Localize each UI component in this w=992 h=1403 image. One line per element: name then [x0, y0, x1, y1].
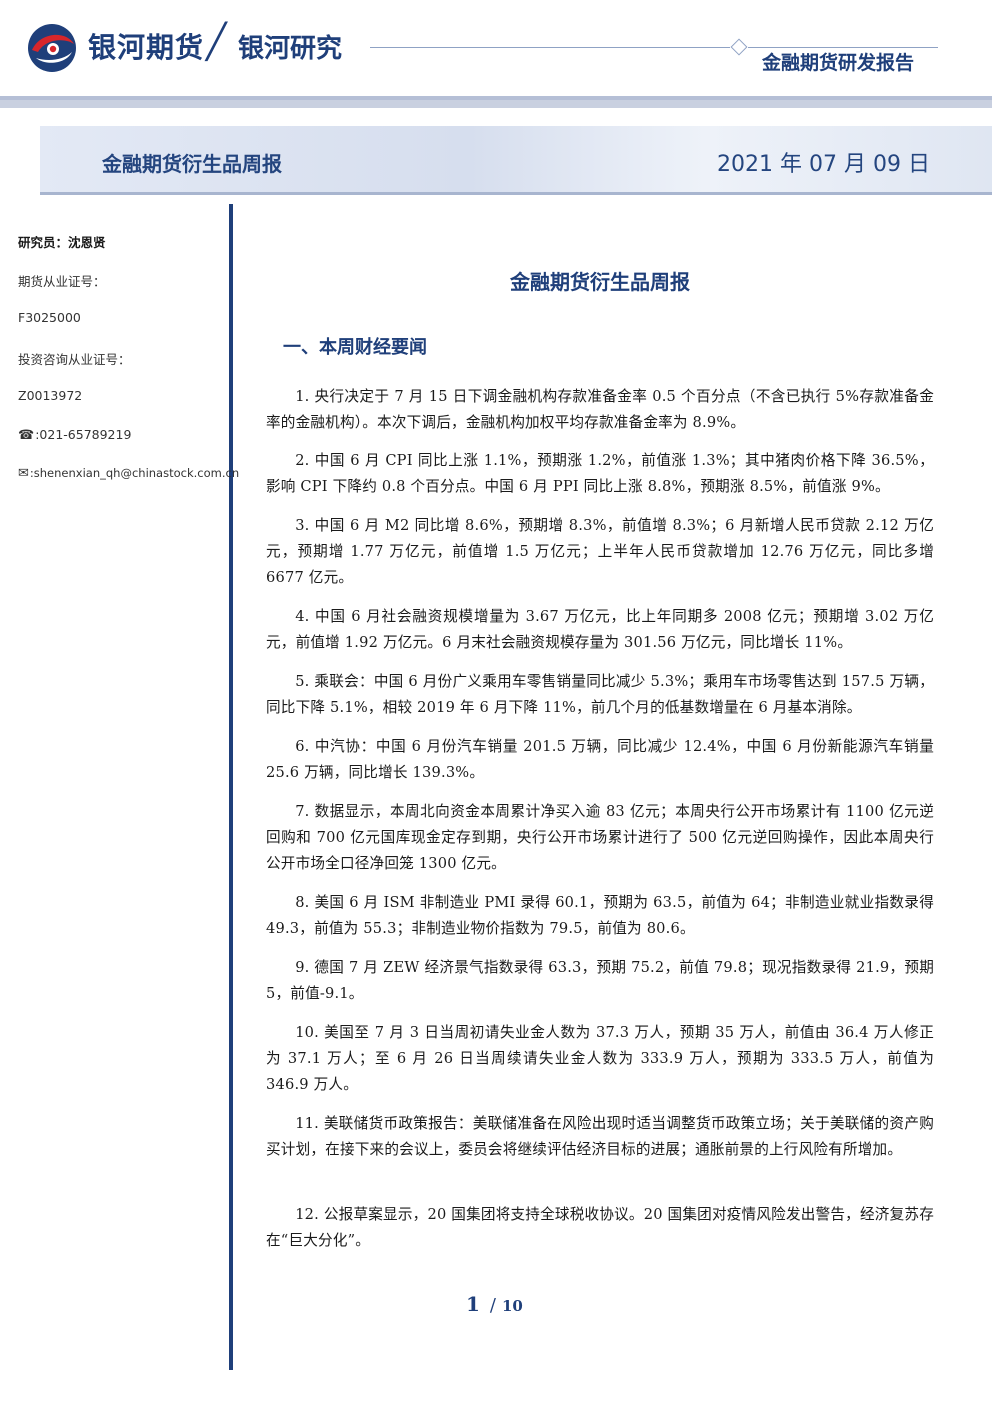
news-item: 11. 美联储货币政策报告：美联储准备在风险出现时适当调整货币政策立场；关于美联… [266, 1115, 934, 1158]
brand-divider: ╱ [206, 22, 227, 62]
news-item: 7. 数据显示，本周北向资金本周累计净买入逾 83 亿元；本周央行公开市场累计有… [266, 803, 934, 872]
header-stripe-top [0, 96, 992, 100]
email-address[interactable]: :shenenxian_qh@chinastock.com.cn [29, 466, 240, 480]
researcher-name: 研究员：沈恩贤 [18, 235, 106, 250]
banner-title: 金融期货衍生品周报 [102, 152, 282, 176]
email-icon: ✉ [18, 466, 29, 481]
header-rule-right [748, 47, 938, 48]
advisory-label: 投资咨询从业证号： [18, 352, 131, 367]
news-item: 6. 中汽协：中国 6 月份汽车销量 201.5 万辆，同比减少 12.4%，中… [266, 738, 934, 781]
page-number: 1 / 10 [466, 1292, 523, 1316]
diamond-icon [730, 38, 748, 56]
news-item: 8. 美国 6 月 ISM 非制造业 PMI 录得 60.1，预期为 63.5，… [266, 894, 934, 937]
header-rule [370, 47, 730, 48]
news-item: 2. 中国 6 月 CPI 同比上涨 1.1%，预期涨 1.2%，前值涨 1.3… [266, 452, 934, 495]
page-separator: / [489, 1295, 496, 1316]
phone-row: ☎:021-65789219 [18, 427, 131, 443]
news-item: 9. 德国 7 月 ZEW 经济景气指数录得 63.3，预期 75.2，前值 7… [266, 959, 934, 1002]
phone-icon: ☎ [18, 428, 35, 443]
banner-underline [40, 192, 992, 195]
news-item: 4. 中国 6 月社会融资规模增量为 3.67 万亿元，比上年同期多 2008 … [266, 608, 934, 651]
sidebar-divider [229, 204, 233, 1370]
news-item: 1. 央行决定于 7 月 15 日下调金融机构存款准备金率 0.5 个百分点（不… [266, 388, 934, 431]
news-item: 12. 公报草案显示，20 国集团将支持全球税收协议。20 国集团对疫情风险发出… [266, 1206, 934, 1249]
current-page: 1 [466, 1292, 480, 1316]
news-item: 3. 中国 6 月 M2 同比增 8.6%，预期增 8.3%，前值增 8.3%；… [266, 517, 934, 586]
license-number: F3025000 [18, 310, 81, 325]
document-title: 金融期货衍生品周报 [510, 270, 690, 294]
news-item: 5. 乘联会：中国 6 月份广义乘用车零售销量同比减少 5.3%；乘用车市场零售… [266, 673, 934, 716]
section-heading: 一、本周财经要闻 [283, 337, 427, 358]
news-item: 10. 美国至 7 月 3 日当周初请失业金人数为 37.3 万人，预期 35 … [266, 1024, 934, 1093]
total-pages: 10 [502, 1297, 523, 1315]
page-header: 银河期货 ╱ 银河研究 金融期货研发报告 [0, 0, 992, 92]
license-label: 期货从业证号： [18, 274, 106, 289]
advisory-number: Z0013972 [18, 388, 83, 403]
brand-subtitle: 银河研究 [238, 34, 343, 64]
report-type: 金融期货研发报告 [762, 52, 915, 74]
email-row: ✉:shenenxian_qh@chinastock.com.cn [18, 466, 239, 481]
galaxy-logo-icon [28, 24, 76, 72]
report-banner: 金融期货衍生品周报 2021 年 07 月 09 日 [40, 126, 992, 194]
brand-name: 银河期货 [88, 31, 205, 64]
phone-number: :021-65789219 [35, 427, 132, 442]
report-date: 2021 年 07 月 09 日 [717, 152, 930, 177]
